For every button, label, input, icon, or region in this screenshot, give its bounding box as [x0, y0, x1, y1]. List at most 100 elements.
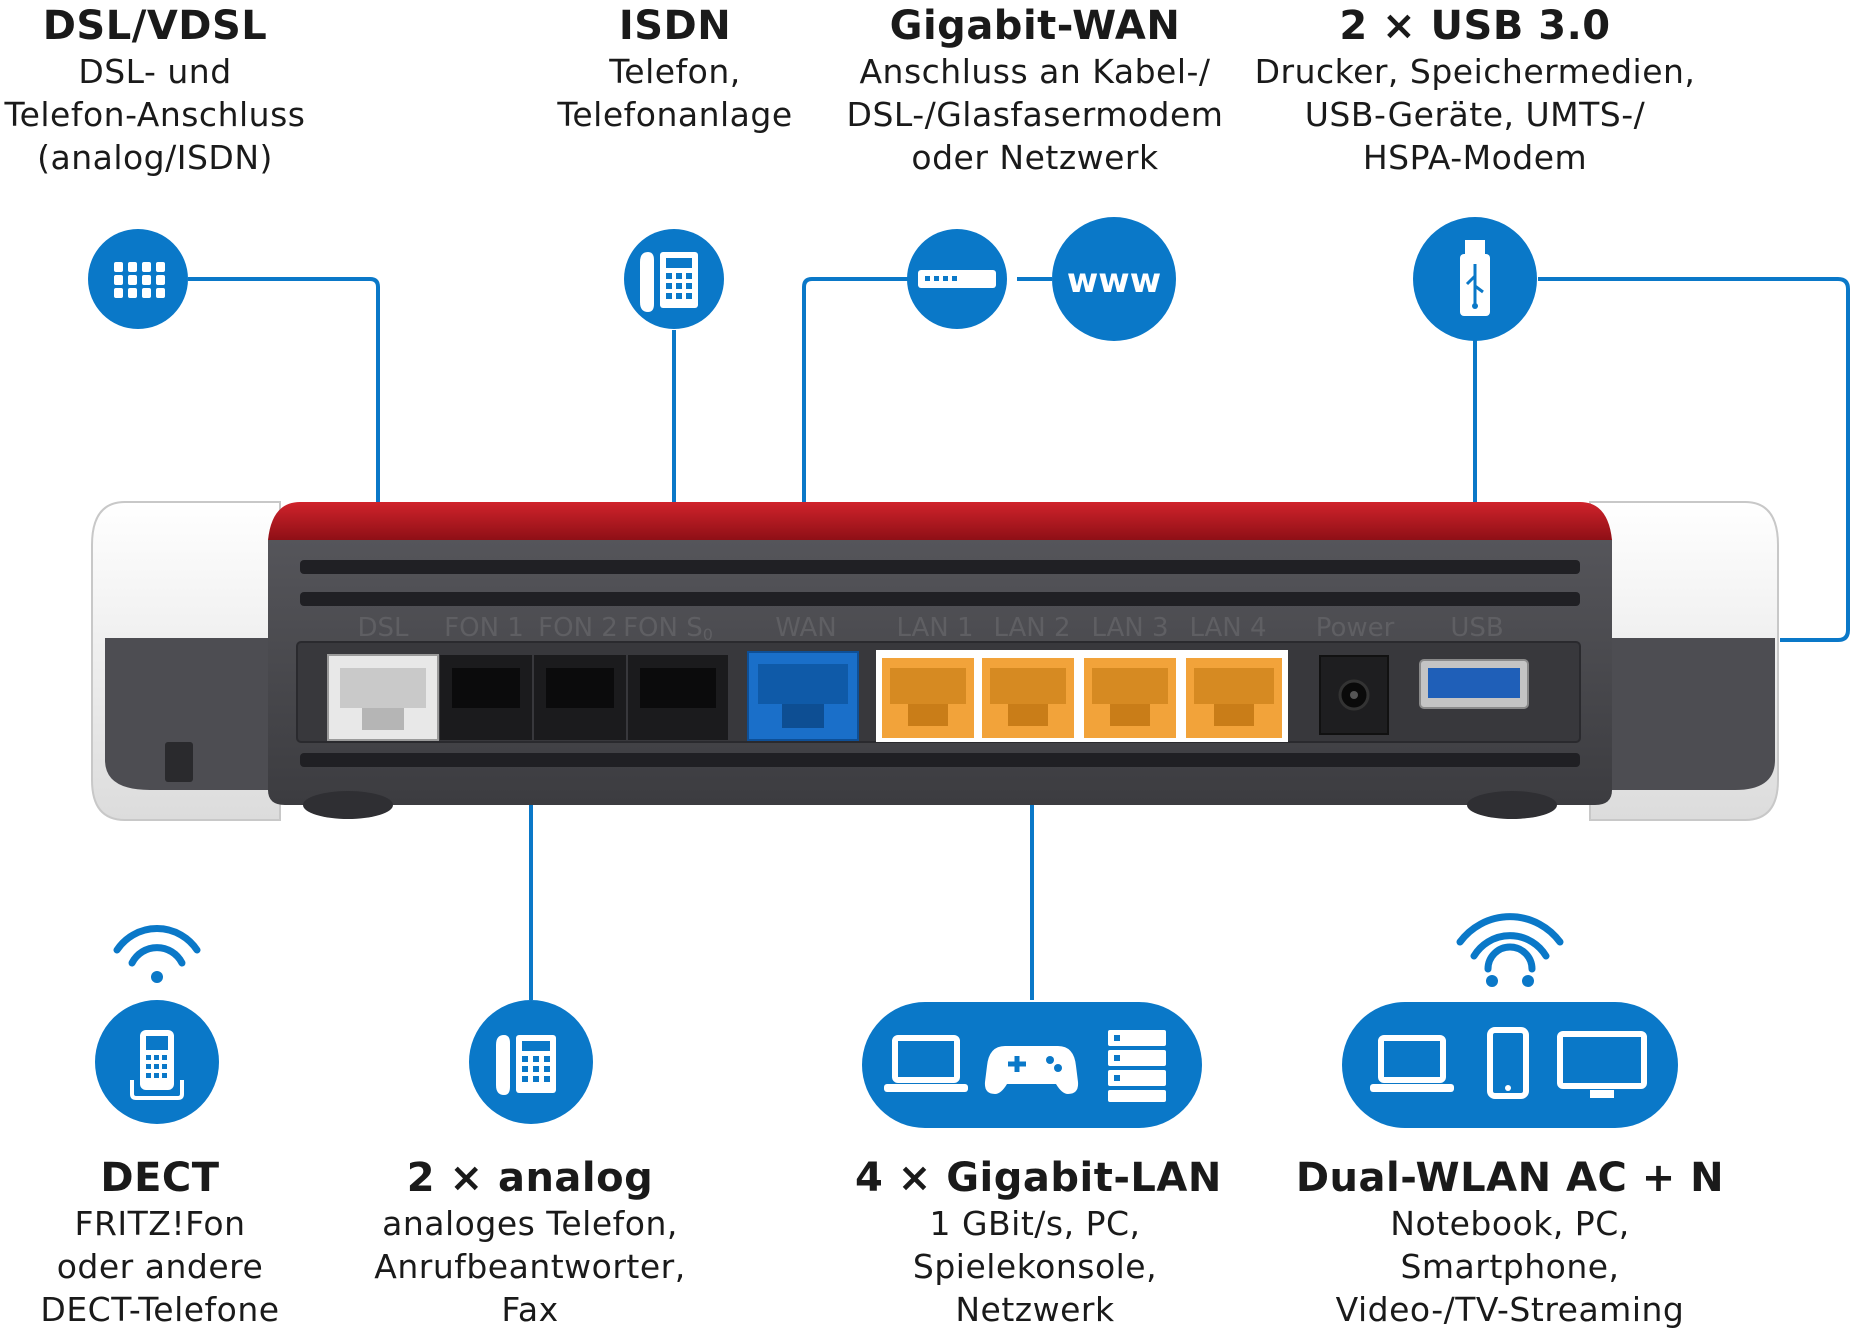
wifi-icon-dot — [1486, 975, 1498, 987]
wifi-icon — [1456, 913, 1564, 987]
lan3-port-socket — [1092, 668, 1168, 704]
phone-key — [162, 1055, 167, 1060]
desk-phone-icon-screen — [666, 258, 692, 268]
phone-key — [522, 1076, 528, 1082]
keypad-row — [114, 262, 123, 272]
phone-key — [533, 1076, 539, 1082]
router-foot-right — [1467, 791, 1557, 819]
lan2-port — [982, 658, 1074, 738]
connector-dsl — [188, 277, 380, 610]
desk-phone-icon-screen — [522, 1041, 550, 1051]
power-port — [1319, 655, 1389, 735]
label-dsl-line: (analog/ISDN) — [37, 138, 273, 177]
label-isdn-line: Telefon, — [609, 52, 741, 91]
modem-icon — [907, 229, 1007, 329]
keypad-row — [114, 275, 123, 285]
wlan-devices-pill — [1342, 1002, 1678, 1128]
label-wlan-title: Dual-WLAN AC + N — [1295, 1155, 1725, 1201]
label-lan: 4 × Gigabit-LAN 1 GBit/s, PC, Spielekons… — [855, 1154, 1222, 1331]
modem-icon-leds — [925, 276, 957, 281]
desk-phone-icon-handset — [640, 252, 654, 312]
label-wlan-line: Smartphone, — [1400, 1247, 1620, 1286]
smartphone-icon-home — [1505, 1085, 1511, 1091]
label-usb-line: HSPA-Modem — [1362, 138, 1588, 177]
connector-wan — [802, 277, 957, 610]
server-icon-unit — [1108, 1050, 1166, 1066]
keypad-icon-rows — [114, 262, 165, 298]
label-wlan: Dual-WLAN AC + N Notebook, PC, Smartphon… — [1290, 1154, 1730, 1331]
phone-key — [533, 1066, 539, 1072]
label-isdn: ISDN Telefon, Telefonanlage — [540, 2, 810, 136]
label-lan-line: Netzwerk — [955, 1290, 1115, 1329]
label-usb-title: 2 × USB 3.0 — [1339, 3, 1611, 49]
router-foot-left — [303, 791, 393, 819]
router-end-block-left — [105, 638, 290, 790]
label-usb-line: USB-Geräte, UMTS-/ — [1304, 95, 1646, 134]
wan-port — [747, 651, 859, 741]
usb-port — [1419, 659, 1529, 709]
gamepad-icon-body — [984, 1046, 1079, 1094]
wifi-icon-arc — [1456, 913, 1564, 946]
server-icon-led — [1114, 1075, 1120, 1081]
www-icon-circle — [1052, 217, 1176, 341]
label-wan-line: oder Netzwerk — [911, 138, 1159, 177]
label-analog-line: analoges Telefon, — [382, 1204, 678, 1243]
vent-slot — [300, 753, 1580, 767]
lan1-port — [882, 658, 974, 738]
label-dsl-line: DSL- und — [78, 52, 232, 91]
wlan-devices-icon-group — [1342, 1002, 1678, 1128]
label-wan-line: DSL-/Glasfasermodem — [846, 95, 1224, 134]
keypad-row — [142, 275, 151, 285]
vent-slot — [300, 592, 1580, 606]
label-analog-line: Fax — [501, 1290, 559, 1329]
lan2-port-latch — [1008, 704, 1048, 726]
port-label-fon1: FON 1 — [444, 613, 524, 643]
fon1-port-socket — [452, 668, 520, 708]
cordless-phone-icon-keys — [146, 1055, 167, 1078]
fon1-port — [440, 655, 532, 740]
dsl-port-socket — [340, 668, 426, 708]
port-label-wan: WAN — [775, 613, 837, 643]
label-usb-line: Drucker, Speichermedien, — [1254, 52, 1696, 91]
keypad-icon — [88, 229, 188, 329]
lan-devices-icon-group — [862, 1002, 1202, 1128]
cordless-phone-icon-screen — [146, 1036, 168, 1050]
port-label-power: Power — [1316, 613, 1395, 643]
router-red-top — [268, 502, 1612, 540]
label-isdn-title: ISDN — [618, 3, 732, 49]
wifi-icon-dot — [151, 971, 163, 983]
usb-port-tongue — [1428, 668, 1520, 698]
lan4-port-socket — [1194, 668, 1274, 704]
label-dect: DECT FRITZ!Fon oder andere DECT-Telefone — [15, 1154, 305, 1331]
power-port-pin — [1350, 691, 1358, 699]
port-label-fon2: FON 2 — [538, 613, 618, 643]
router-ports — [327, 650, 1529, 742]
keypad-row — [128, 262, 137, 272]
label-lan-title: 4 × Gigabit-LAN — [855, 1155, 1222, 1201]
www-icon: www — [1052, 217, 1176, 341]
phone-key — [146, 1064, 151, 1069]
server-icon — [1108, 1030, 1166, 1102]
phone-key — [676, 293, 682, 299]
desk-phone-icon — [624, 229, 724, 329]
cordless-phone-icon — [95, 1000, 219, 1124]
connector-usb-side — [1538, 277, 1850, 642]
fons0-port-socket — [640, 668, 716, 708]
keypad-icon-circle — [88, 229, 188, 329]
server-icon-led — [1114, 1035, 1120, 1041]
label-lan-line: Spielekonsole, — [912, 1247, 1158, 1286]
router-cable-clip — [165, 742, 193, 782]
wifi-icon-arc — [1470, 932, 1550, 960]
monitor-icon-stand — [1590, 1090, 1614, 1098]
phone-key — [522, 1066, 528, 1072]
phone-key — [676, 273, 682, 279]
port-labels: DSL FON 1 FON 2 FON S0 WAN LAN 1 LAN 2 L… — [357, 613, 1503, 644]
laptop-icon-screen — [892, 1035, 960, 1083]
server-icon-unit — [1108, 1090, 1166, 1102]
keypad-row — [128, 288, 137, 298]
keypad-row — [156, 288, 165, 298]
monitor-icon-screen — [1557, 1031, 1647, 1089]
label-dect-line: oder andere — [56, 1247, 264, 1286]
router-vents — [300, 560, 1580, 767]
